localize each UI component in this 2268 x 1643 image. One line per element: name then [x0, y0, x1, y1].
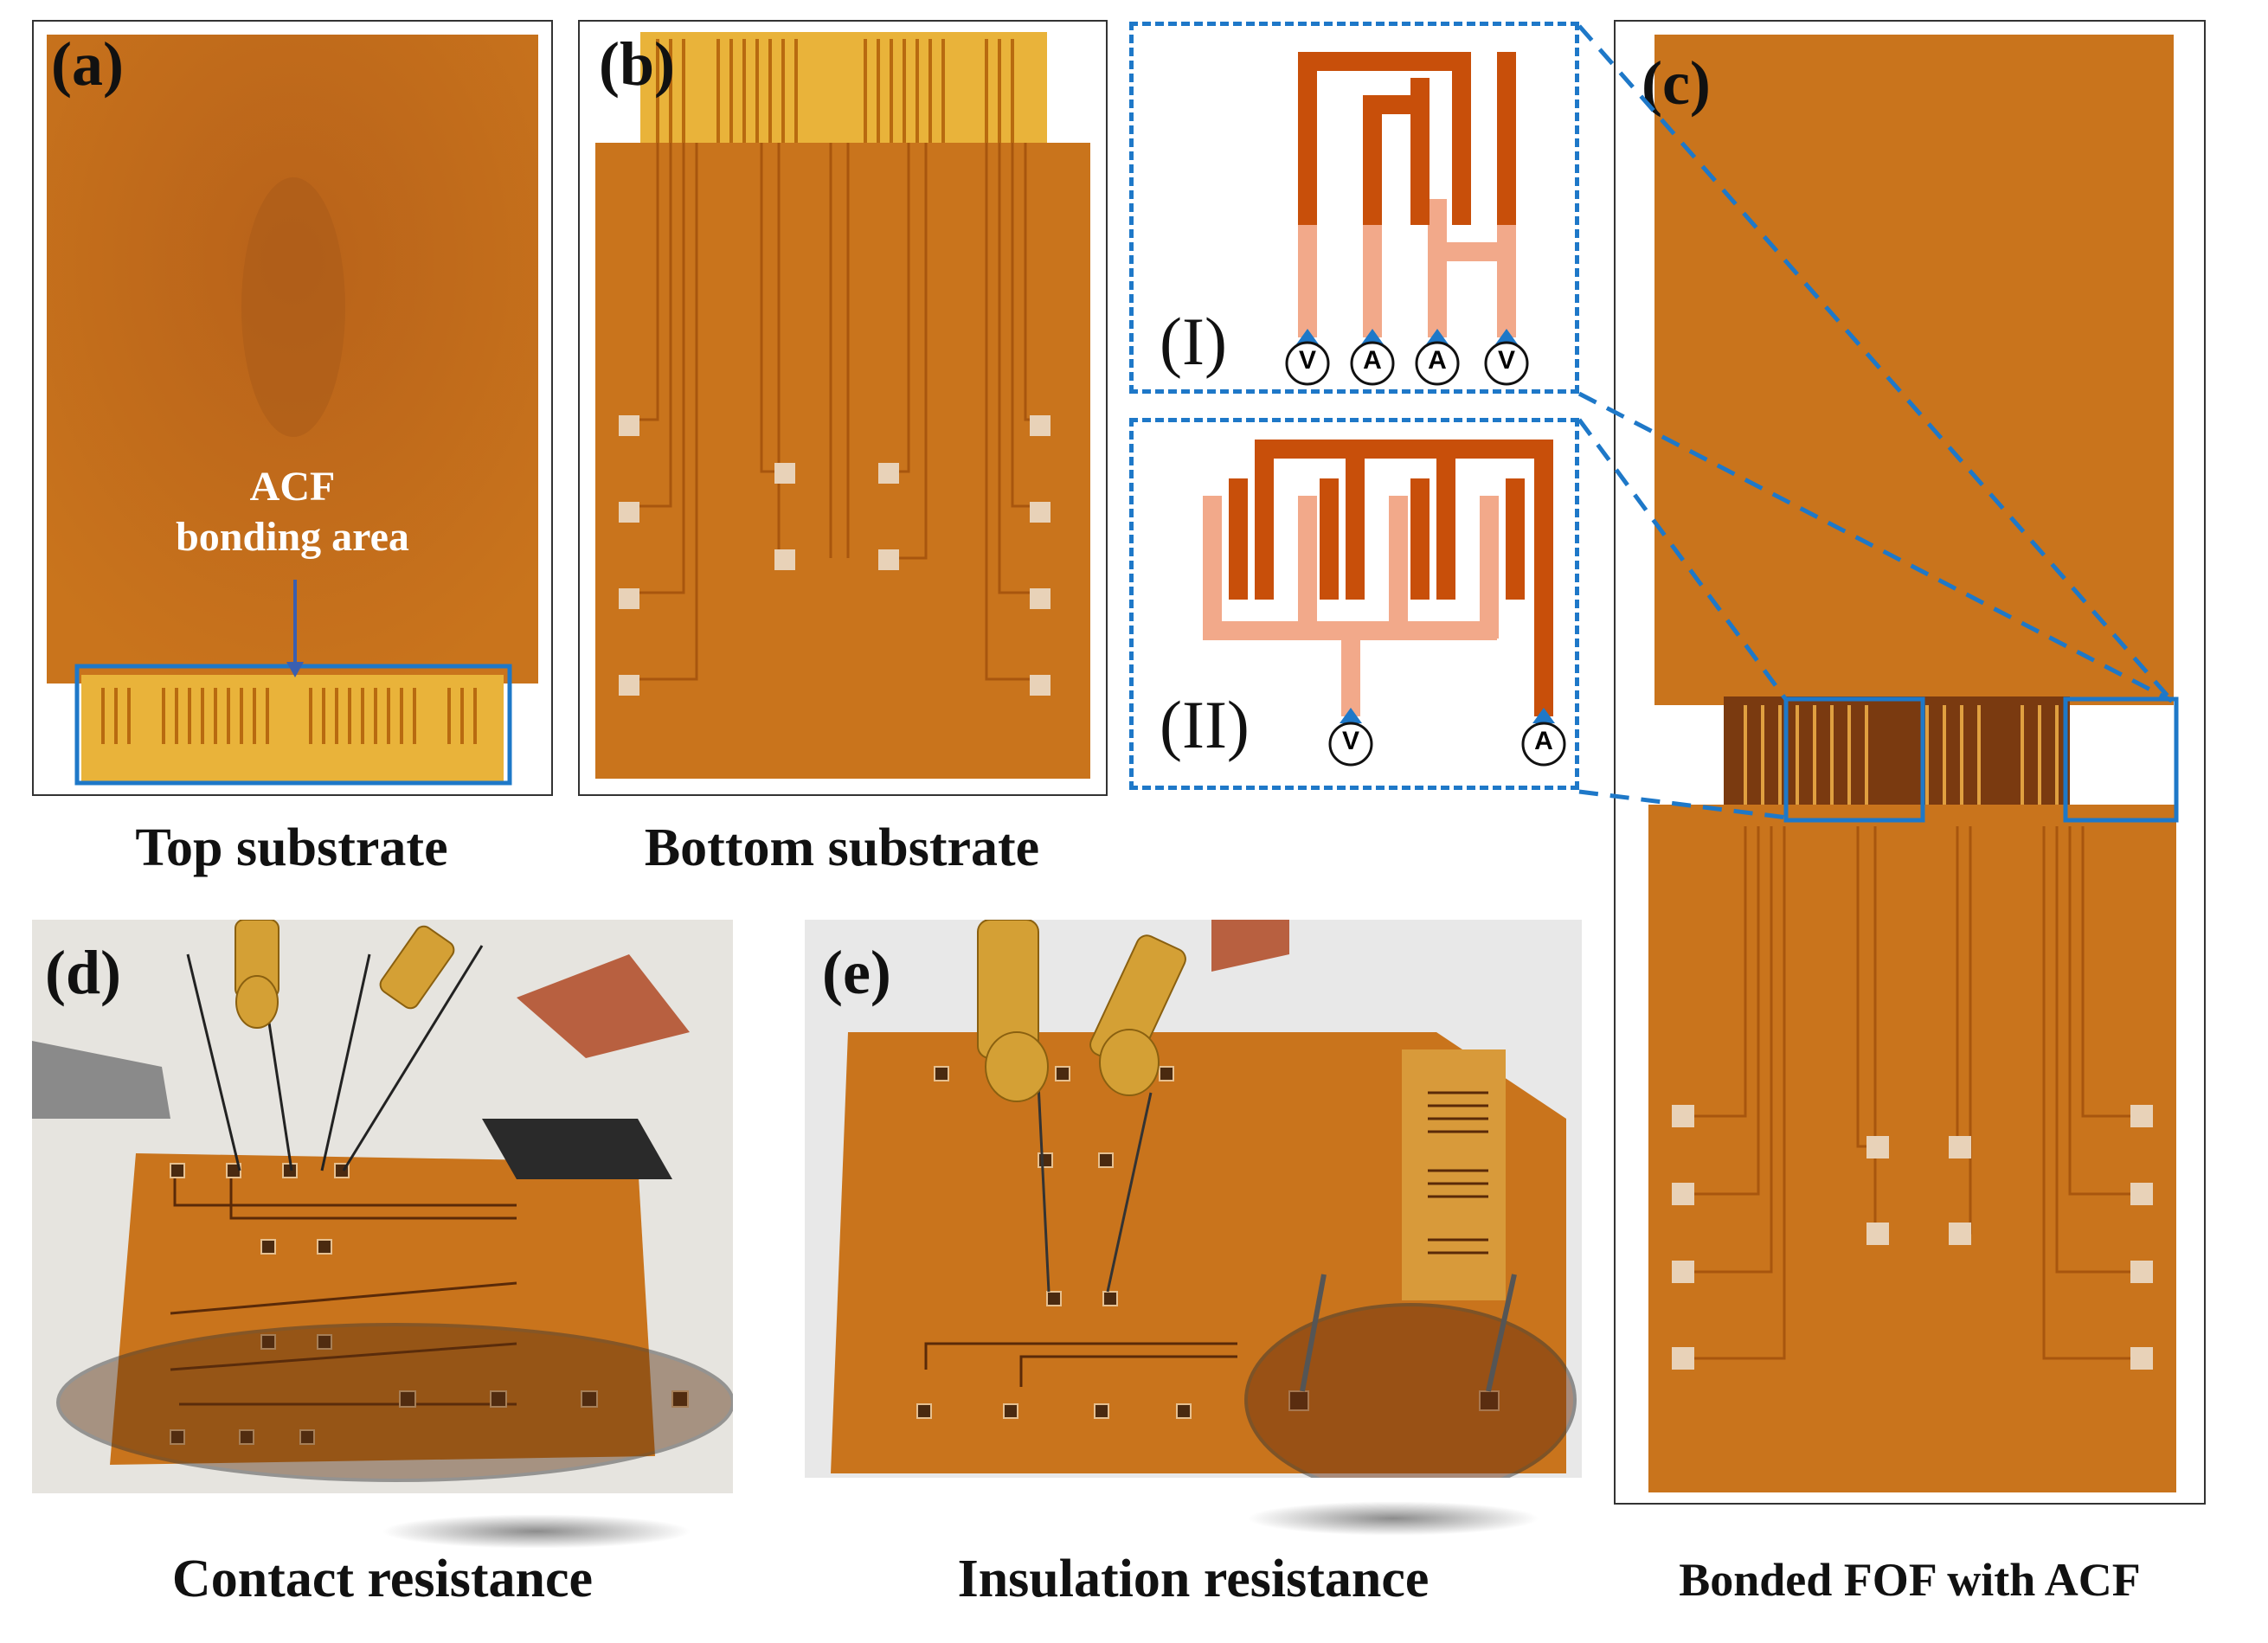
panel-label-e: (e) [822, 938, 891, 1007]
top-substrate-photo [47, 35, 538, 786]
shadow-d [381, 1514, 692, 1549]
probe-I-2: A [1363, 346, 1382, 375]
bonded-region-box [2063, 696, 2179, 823]
panel-label-c: (c) [1642, 48, 1711, 118]
schematic-II-label: (II) [1160, 687, 1250, 762]
voltmeter-icon [1285, 341, 1330, 386]
caption-a: Top substrate [135, 818, 448, 877]
shadow-e [1246, 1501, 1540, 1536]
panel-label-d: (d) [45, 938, 121, 1007]
ammeter-icon [1415, 341, 1460, 386]
bonded-fof-photo [1648, 35, 2179, 1492]
probe-I-1: V [1298, 346, 1316, 375]
schematic-II: (II) V A [1129, 418, 1579, 790]
panel-label-a: (a) [51, 29, 124, 99]
schematic-I: (I) V A A V [1129, 22, 1579, 394]
ammeter-icon [1350, 341, 1395, 386]
caption-d: Contact resistance [171, 1550, 594, 1608]
caption-c: Bonded FOF with ACF [1679, 1554, 2141, 1606]
schematic-II-drawing [1203, 440, 1566, 767]
probe-II-2: A [1534, 727, 1553, 755]
panel-e: (e) [805, 920, 1582, 1478]
schematic-I-drawing [1285, 52, 1529, 386]
bottom-substrate-photo [595, 32, 1090, 779]
probe-I-3: A [1428, 346, 1447, 375]
schematic-I-label: (I) [1160, 304, 1227, 379]
panel-c: (c) [1614, 20, 2206, 1505]
panel-b: (b) [578, 20, 1108, 796]
probe-I-4: V [1497, 346, 1515, 375]
voltmeter-icon [1484, 341, 1529, 386]
zoom-ellipse [1244, 1303, 1577, 1478]
caption-b: Bottom substrate [644, 818, 1040, 877]
bonded-region-box [1783, 696, 1925, 823]
panel-d: (d) [32, 920, 733, 1493]
insulation-resistance-photo [831, 920, 1577, 1478]
zoom-ellipse [56, 1323, 733, 1482]
caption-e: Insulation resistance [957, 1550, 1430, 1608]
contact-resistance-photo [32, 920, 733, 1482]
panel-a: (a) ACF bonding area [32, 20, 553, 796]
panel-label-b: (b) [599, 29, 675, 99]
acf-annotation-line2: bonding area [176, 514, 409, 560]
acf-annotation-line1: ACF [249, 464, 336, 510]
voltmeter-icon [1328, 722, 1373, 767]
probe-II-1: V [1341, 727, 1359, 755]
ammeter-icon [1521, 722, 1566, 767]
